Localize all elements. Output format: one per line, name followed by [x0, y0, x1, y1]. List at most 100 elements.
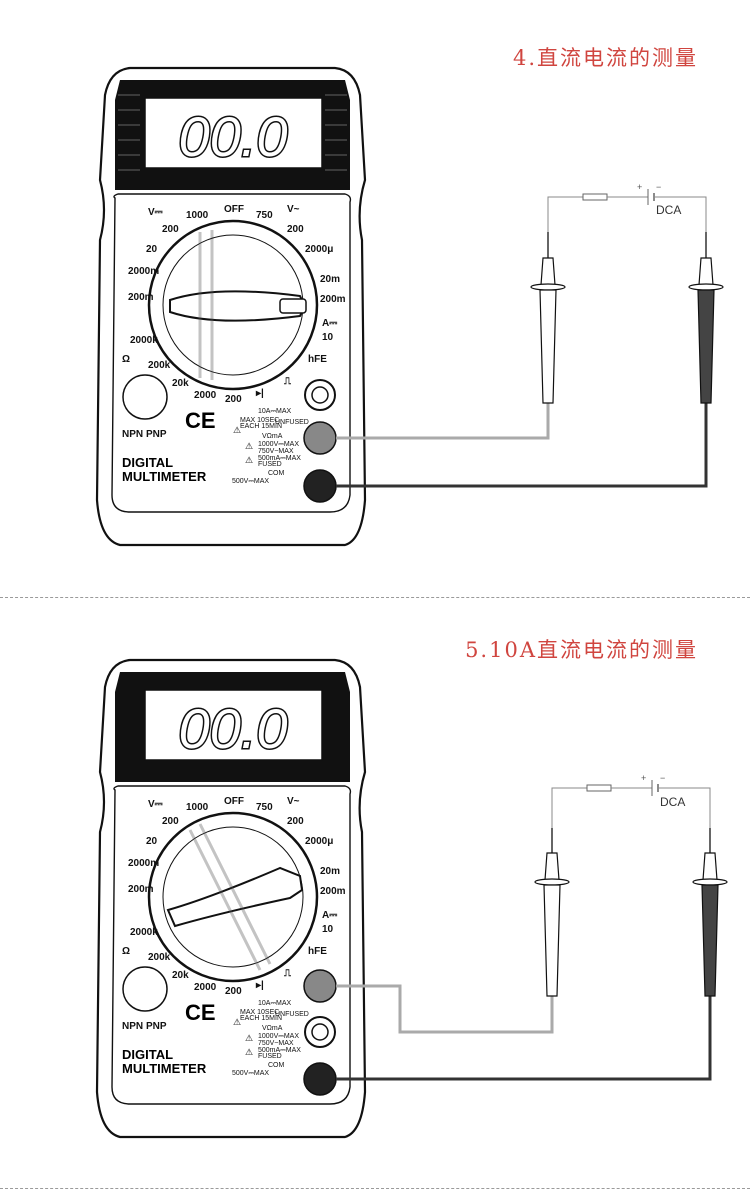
lcd-reading: 00.0 — [179, 105, 288, 168]
black-test-lead — [336, 403, 708, 488]
dial-vac-200: 200 — [287, 816, 304, 827]
dial-2000k: 2000k — [130, 335, 158, 346]
ma500-max: 500mA⎓MAX — [258, 1047, 301, 1054]
dial-a: A⎓ — [322, 318, 337, 329]
dial-200m: 200m — [128, 884, 154, 895]
diode-icon: ▸| — [255, 388, 264, 399]
dial-vac-200: 200 — [287, 224, 304, 235]
battery-minus: − — [660, 773, 665, 783]
battery-plus: + — [637, 182, 642, 192]
section-dc-current: 4.直流电流的测量 00.0 — [95, 46, 724, 547]
ohm-symbol: Ω — [122, 946, 130, 957]
terminal-vma-label: VΩmA — [262, 433, 283, 440]
red-probe — [534, 828, 570, 997]
meter-diagram: 00.0 V⎓ V~ OFF 1000 750 200 200 20 2000μ… — [95, 658, 728, 1139]
brand-multimeter: MULTIMETER — [122, 469, 207, 484]
dial-2000m: 2000m — [128, 266, 159, 277]
dial-20: 20 — [146, 244, 158, 255]
warning-icon: ⚠ — [245, 441, 253, 451]
black-probe — [692, 828, 728, 997]
dial-20k: 20k — [172, 970, 189, 981]
dial-1000: 1000 — [186, 210, 209, 221]
multimeter: 00.0 V⎓ V~ OFF 1000 750 200 200 20 2000μ — [95, 66, 367, 547]
hfe-socket[interactable] — [122, 966, 168, 1012]
fused-label: FUSED — [258, 461, 282, 468]
source-label-dca: DCA — [660, 795, 685, 809]
dial-20: 20 — [146, 836, 158, 847]
terminal-10a-note1: MAX 10SEC — [240, 417, 279, 424]
battery-minus: − — [656, 182, 661, 192]
test-circuit: + − DCA — [336, 182, 724, 488]
section-title: 4.直流电流的测量 — [512, 46, 698, 70]
lcd-screen — [144, 97, 323, 169]
jack-10a-plugged[interactable] — [303, 969, 337, 1003]
dial-20k: 20k — [172, 378, 189, 389]
dial-20m: 20m — [320, 274, 340, 285]
warning-icon: ⚠ — [233, 425, 241, 435]
brand-digital: DIGITAL — [122, 1047, 173, 1062]
multimeter: 00.0 V⎓ V~ OFF 1000 750 200 200 20 2000μ… — [95, 658, 367, 1139]
terminal-10a-label: 10A⎓MAX — [258, 1000, 292, 1007]
jack-com-plugged[interactable] — [303, 469, 337, 503]
ma500-max: 500mA⎓MAX — [258, 455, 301, 462]
dial-2000: 2000 — [194, 390, 217, 401]
resistor — [586, 784, 612, 792]
warning-icon: ⚠ — [245, 1033, 253, 1043]
terminal-com-label: COM — [268, 470, 285, 477]
jack-vma-plugged[interactable] — [303, 421, 337, 455]
terminal-10a-note1: MAX 10SEC — [240, 1009, 279, 1016]
dial-200: 200 — [225, 986, 242, 997]
hfe-socket[interactable] — [122, 374, 168, 420]
dial-750: 750 — [256, 802, 273, 813]
dial-pointer[interactable] — [166, 866, 304, 928]
dial-200m-a: 200m — [320, 886, 346, 897]
dial-750: 750 — [256, 210, 273, 221]
terminal-10a-label: 10A⎓MAX — [258, 408, 292, 415]
lcd-screen — [144, 689, 323, 761]
dial-1000: 1000 — [186, 802, 209, 813]
v1000-max: 1000V⎓MAX — [258, 1033, 299, 1040]
unfused-label: UNFUSED — [275, 1011, 309, 1018]
red-probe — [530, 232, 566, 404]
v1000-max: 1000V⎓MAX — [258, 441, 299, 448]
section-10a-dc-current: 5.10A直流电流的测量 00.0 V⎓ V~ OFF 1000 750 200… — [0, 598, 750, 1195]
dial-2000: 2000 — [194, 982, 217, 993]
jack-com-plugged[interactable] — [303, 1062, 337, 1096]
brand-multimeter: MULTIMETER — [122, 1061, 207, 1076]
lcd-reading: 00.0 — [179, 697, 288, 760]
square-wave-icon: ⎍ — [283, 968, 292, 979]
dial-off: OFF — [224, 796, 244, 807]
v750-max: 750V~MAX — [258, 448, 294, 455]
warning-icon: ⚠ — [245, 1047, 253, 1057]
ohm-symbol: Ω — [122, 354, 130, 365]
dial-10a: 10 — [322, 924, 334, 935]
v500-max: 500V⎓MAX — [232, 1070, 269, 1077]
test-circuit: + − DCA — [336, 773, 728, 1081]
section-title: 5.10A直流电流的测量 — [465, 638, 698, 662]
ce-mark: CE — [185, 1000, 216, 1025]
dial-vdc-200: 200 — [162, 224, 179, 235]
square-wave-icon: ⎍ — [283, 376, 292, 387]
vac-label: V~ — [287, 204, 300, 215]
dial-2000k: 2000k — [130, 927, 158, 938]
diode-icon: ▸| — [255, 980, 264, 991]
unfused-label: UNFUSED — [275, 419, 309, 426]
ce-mark: CE — [185, 408, 216, 433]
terminal-10a-note2: EACH 15MIN — [240, 423, 282, 430]
black-test-lead — [336, 996, 712, 1081]
battery-plus: + — [641, 773, 646, 783]
dial-2000m: 2000m — [128, 858, 159, 869]
pnp-label: PNP — [146, 1021, 167, 1032]
dial-200m: 200m — [128, 292, 154, 303]
dial-200k: 200k — [148, 360, 171, 371]
warning-icon: ⚠ — [233, 1017, 241, 1027]
npn-label: NPN — [122, 1021, 143, 1032]
red-test-lead — [336, 403, 550, 440]
dial-vdc-200: 200 — [162, 816, 179, 827]
dial-hfe: hFE — [308, 354, 327, 365]
dial-200: 200 — [225, 394, 242, 405]
v750-max: 750V~MAX — [258, 1040, 294, 1047]
section-divider — [0, 1188, 750, 1189]
brand-digital: DIGITAL — [122, 455, 173, 470]
